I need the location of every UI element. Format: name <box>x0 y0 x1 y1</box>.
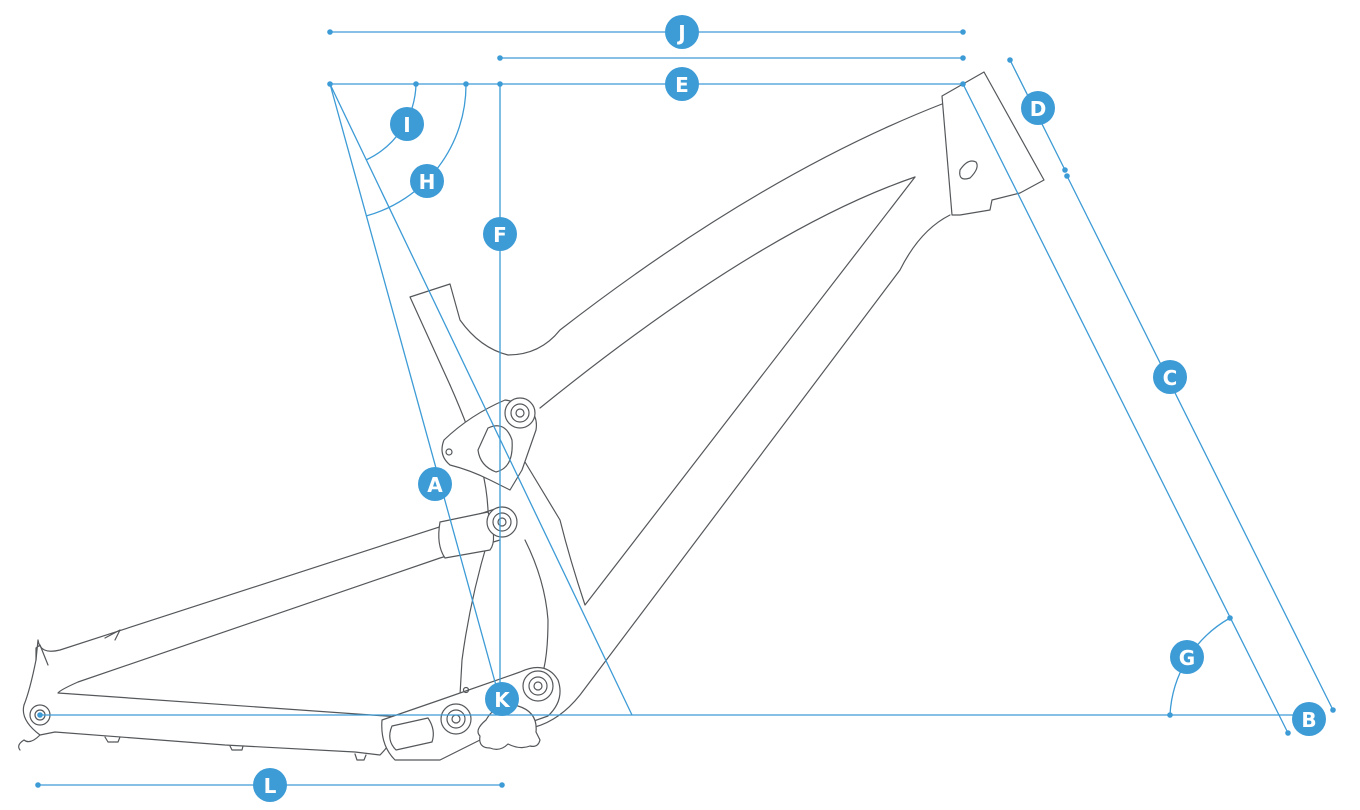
seat-tube-rear <box>524 539 549 669</box>
down-tube-inner-edge <box>524 176 916 606</box>
label-k: K <box>494 688 511 712</box>
lower-link-window <box>389 717 434 751</box>
label-i: I <box>403 113 410 137</box>
label-badge-e: E <box>665 67 699 101</box>
label-badge-g: G <box>1170 640 1204 674</box>
label-badge-j: J <box>665 15 699 49</box>
dropout-tab <box>35 629 121 666</box>
dimension-b-end-dot <box>1285 730 1291 736</box>
dimension-line-head-axis <box>962 83 1289 734</box>
dimension-reach-end-dot <box>960 55 966 61</box>
label-a: A <box>427 473 443 497</box>
label-badge-f: F <box>483 217 517 251</box>
rocker-bolt <box>445 448 453 456</box>
rocker-link-cutout <box>477 425 513 473</box>
label-badge-i: I <box>390 107 424 141</box>
dimension-d-start-dot <box>1007 57 1013 63</box>
head-tube-slot <box>959 160 978 180</box>
label-c: C <box>1163 366 1178 390</box>
dimension-d-end-dot <box>1062 167 1068 173</box>
label-badge-c: C <box>1153 360 1187 394</box>
lower-pivot-rear <box>440 703 472 735</box>
dimension-j-end-dot <box>960 29 966 35</box>
lower-pivot-front <box>522 670 554 702</box>
dimension-arc-h <box>365 83 467 217</box>
dimension-j-start-dot <box>327 29 333 35</box>
label-l: L <box>264 774 277 798</box>
dimension-c-end-dot <box>1330 707 1336 713</box>
bottom-bracket-shell <box>477 704 541 750</box>
label-j: J <box>676 21 685 45</box>
middle-pivot <box>486 506 518 538</box>
upper-pivot <box>504 397 536 429</box>
label-b: B <box>1301 708 1316 732</box>
label-badge-d: D <box>1021 91 1055 125</box>
label-g: G <box>1179 646 1195 670</box>
label-badge-b: B <box>1292 702 1326 736</box>
label-badge-k: K <box>485 682 519 716</box>
top-tube-upper-edge <box>409 103 943 386</box>
label-badge-a: A <box>418 467 452 501</box>
top-tube-lower-edge <box>539 176 916 409</box>
label-f: F <box>493 223 507 247</box>
label-e: E <box>675 73 689 97</box>
bike-frame-outline <box>18 71 1045 761</box>
label-h: H <box>419 170 436 194</box>
dimension-g-arc-dot <box>1227 615 1233 621</box>
dimension-line-seat-angle <box>329 83 633 716</box>
dimension-l-start-dot <box>35 782 41 788</box>
dimension-b-start-dot <box>37 712 43 718</box>
label-d: D <box>1030 97 1047 121</box>
dimension-reach-start-dot <box>497 55 503 61</box>
dimension-lines <box>35 29 1336 788</box>
seatstay-upper <box>23 507 499 706</box>
dimension-l-end-dot <box>499 782 505 788</box>
down-tube-outer-edge <box>534 214 951 728</box>
chainstay-ribs <box>104 736 367 761</box>
seatstay-window <box>438 511 495 559</box>
chainstay-bottom <box>18 734 41 751</box>
dimension-line-c <box>1066 175 1334 711</box>
dimension-c-start-dot <box>1064 173 1070 179</box>
label-badge-l: L <box>253 768 287 802</box>
seatstay-lower <box>57 539 501 718</box>
link-bolt <box>462 686 470 694</box>
label-badge-h: H <box>410 164 444 198</box>
dimension-line-a <box>329 83 501 701</box>
